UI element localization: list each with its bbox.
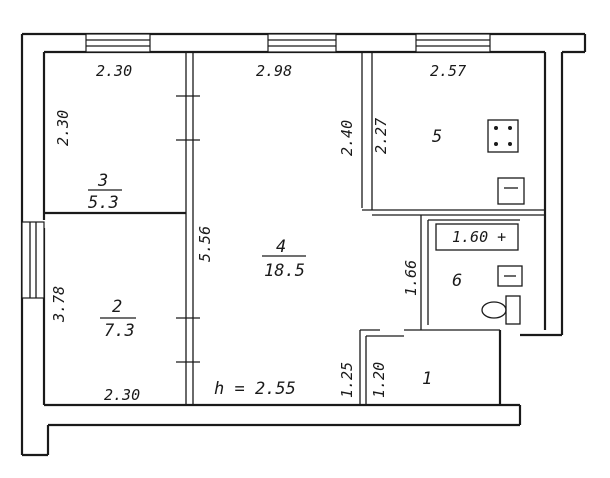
kitchen-sink-icon: [497, 177, 525, 205]
dim-room3-left: 2.30: [54, 110, 72, 146]
room-4-area: 18.5: [264, 261, 305, 281]
dim-bath-length: 1.60 +: [452, 228, 506, 246]
stove-icon: [487, 119, 519, 153]
windows: [21, 33, 491, 299]
dim-room4-left: 5.56: [196, 226, 214, 262]
dim-room2-left: 3.78: [50, 286, 68, 323]
dim-room2-bottom: 2.30: [104, 386, 140, 404]
dim-room1-left-outer: 1.25: [338, 362, 356, 398]
dim-room4-top: 2.98: [256, 62, 292, 80]
washbasin-icon: [497, 265, 523, 287]
dim-room1-left-inner: 1.20: [370, 362, 388, 398]
room-1-number: 1: [422, 369, 432, 389]
bathtub-icon: [435, 223, 519, 251]
room-2-number: 2: [112, 297, 122, 317]
dim-room5-top: 2.57: [430, 62, 466, 80]
room-5-number: 5: [432, 127, 442, 147]
room-4-number: 4: [276, 237, 286, 257]
dim-room4-right-upper: 2.40: [338, 120, 356, 156]
dim-room6-left: 1.66: [402, 260, 420, 296]
dim-room5-left: 2.27: [372, 118, 390, 154]
room-3-number: 3: [97, 171, 108, 191]
ceiling-height: h = 2.55: [214, 379, 296, 399]
interior-walls: [44, 52, 545, 405]
toilet-icon: [481, 295, 521, 325]
room-6-number: 6: [452, 271, 462, 291]
room-2-area: 7.3: [104, 321, 135, 341]
room-3-area: 5.3: [88, 193, 119, 213]
dim-room3-top: 2.30: [96, 62, 132, 80]
area-fraction-lines: [88, 189, 306, 319]
